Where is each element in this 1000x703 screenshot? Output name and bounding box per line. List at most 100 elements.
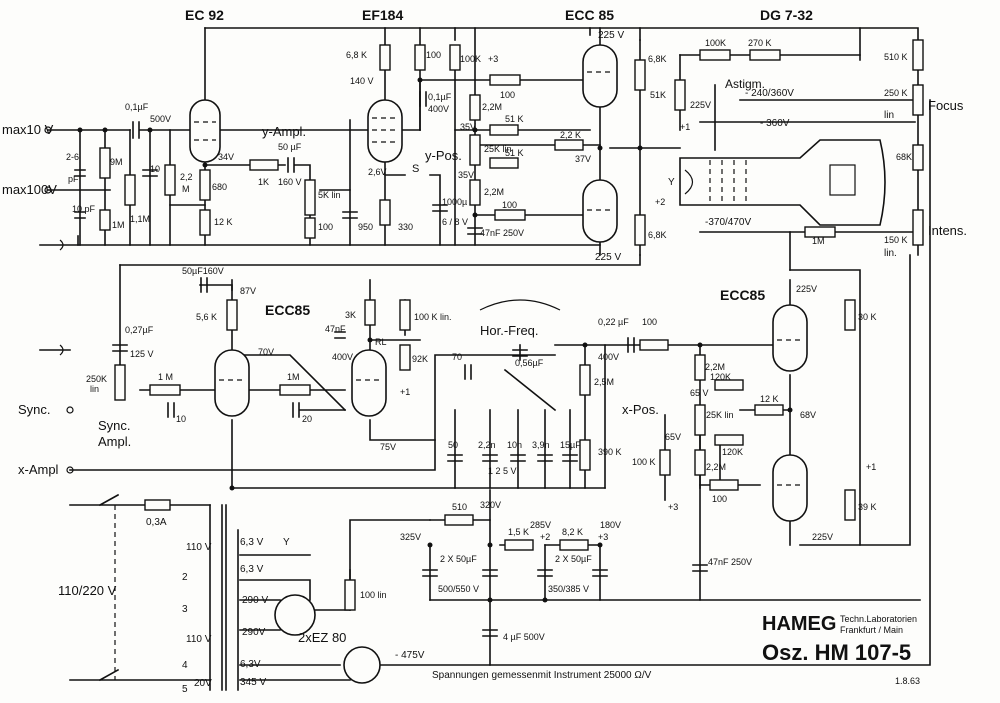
value-label: 6,8K — [648, 230, 667, 240]
value-label: 20 — [302, 414, 312, 424]
value-label: 140 V — [350, 76, 374, 86]
measurement-note: Spannungen gemessenmit Instrument 25000 … — [432, 670, 652, 681]
tubes — [189, 44, 886, 684]
resistor-390k — [579, 439, 591, 471]
resistor-51k-a — [489, 124, 519, 136]
value-label: 25K lin — [484, 144, 512, 154]
resistor-1m — [99, 209, 111, 231]
value-label: 1,1M — [130, 214, 150, 224]
tube-ez80-b — [343, 646, 381, 684]
resistor-2k2 — [554, 139, 584, 151]
capacitors — [74, 91, 708, 637]
label-crt: DG 7-32 — [760, 7, 813, 23]
value-label: 2 X 50µF — [555, 554, 592, 564]
potentiometer-100-lin — [344, 579, 356, 611]
potentiometer-5k — [304, 179, 316, 216]
resistor-100-plate — [489, 74, 521, 86]
hor-freq-arc — [479, 299, 561, 311]
resistor-51k-b — [489, 157, 519, 169]
value-label: 51 K — [505, 148, 524, 158]
capacitor-50uf — [287, 157, 295, 173]
value-label: 6,3 V — [240, 564, 264, 575]
value-label: 125 V — [130, 349, 154, 359]
value-label: 2 — [182, 572, 188, 583]
capacitor-10-sync — [167, 402, 175, 418]
resistor-92k — [399, 344, 411, 371]
value-label: 100K — [705, 38, 726, 48]
value-label: +3 — [668, 502, 678, 512]
resistor-100k-b — [659, 449, 671, 476]
resistor-2m2-d — [694, 449, 706, 476]
value-label: 400V — [428, 104, 449, 114]
value-label: 3K — [345, 310, 356, 320]
label-rectifier: 2xEZ 80 — [298, 630, 346, 645]
value-label: 2,2n — [478, 440, 496, 450]
value-label: 0,56µF — [515, 358, 544, 368]
value-label: 2,2M — [706, 462, 726, 472]
value-label: 6,3V — [240, 659, 261, 670]
value-label: +2 — [540, 532, 550, 542]
value-label: +3 — [598, 532, 608, 542]
value-label: 345 V — [240, 677, 266, 688]
capacitor-10n — [510, 454, 526, 462]
potentiometer-100k-lin — [399, 299, 411, 331]
transformer — [98, 493, 239, 691]
capacitor-1000uf — [432, 204, 448, 212]
value-label: 3,9n — [532, 440, 550, 450]
value-label: +1 — [866, 462, 876, 472]
value-label: 10n — [507, 440, 522, 450]
value-label: 51 K — [505, 114, 524, 124]
value-label: Y — [283, 537, 290, 548]
value-label: 5,6 K — [196, 312, 217, 322]
value-label: 39 K — [858, 502, 877, 512]
model-number: Osz. HM 107-5 — [762, 640, 911, 665]
value-label: 0,27µF — [125, 325, 154, 335]
capacitor-15uf — [562, 454, 578, 462]
capacitor-2x50-b1 — [537, 569, 553, 577]
value-label: 100 — [502, 200, 517, 210]
value-label: 680 — [212, 182, 227, 192]
label-switch-s: S — [412, 163, 419, 175]
resistor-6k8-bottom — [634, 214, 646, 246]
value-label: 180V — [600, 520, 621, 530]
junctions — [77, 77, 793, 603]
value-label: 0,1µF — [125, 102, 149, 112]
resistor-270k — [749, 49, 781, 61]
capacitor-950 — [342, 211, 358, 219]
value-label: 50µF160V — [182, 266, 224, 276]
label-focus: Focus — [928, 98, 964, 113]
value-label: 350/385 V — [548, 584, 589, 594]
capacitor-2x50-a1 — [422, 569, 438, 577]
drawing-date: 1.8.63 — [895, 676, 920, 686]
value-label: 2,2 K — [560, 130, 581, 140]
label-mains: 110/220 V — [58, 583, 117, 598]
value-label: 270 K — [748, 38, 772, 48]
tube-ecc85-top-b — [582, 179, 618, 243]
value-label: 2 X 50µF — [440, 554, 477, 564]
resistor-51k — [674, 79, 686, 111]
value-label: 5 — [182, 684, 188, 695]
value-label: 2,2M — [705, 362, 725, 372]
resistor-100-c — [709, 479, 739, 491]
terminals — [44, 126, 74, 474]
value-label: +3 — [488, 54, 498, 64]
fuse — [144, 499, 171, 511]
value-label: 2,2 — [180, 172, 193, 182]
value-label: 2,6V — [368, 167, 387, 177]
capacitor-2x50-a2 — [482, 569, 498, 577]
resistor-6k8-top — [634, 59, 646, 91]
resistor-8k2 — [559, 539, 589, 551]
capacitor-70 — [464, 364, 472, 380]
resistor-9m — [99, 147, 111, 179]
resistors — [99, 39, 924, 611]
capacitor-0-1uf — [132, 121, 140, 139]
value-label: 3 — [182, 604, 188, 615]
resistor-100-b — [494, 209, 526, 221]
label-astigm: Astigm. — [725, 77, 765, 91]
resistor-2m2-b — [469, 179, 481, 206]
value-label: 8,2 K — [562, 527, 583, 537]
value-label: lin — [90, 384, 99, 394]
value-label: 250K — [86, 374, 107, 384]
potentiometer-150k-intens — [912, 209, 924, 246]
